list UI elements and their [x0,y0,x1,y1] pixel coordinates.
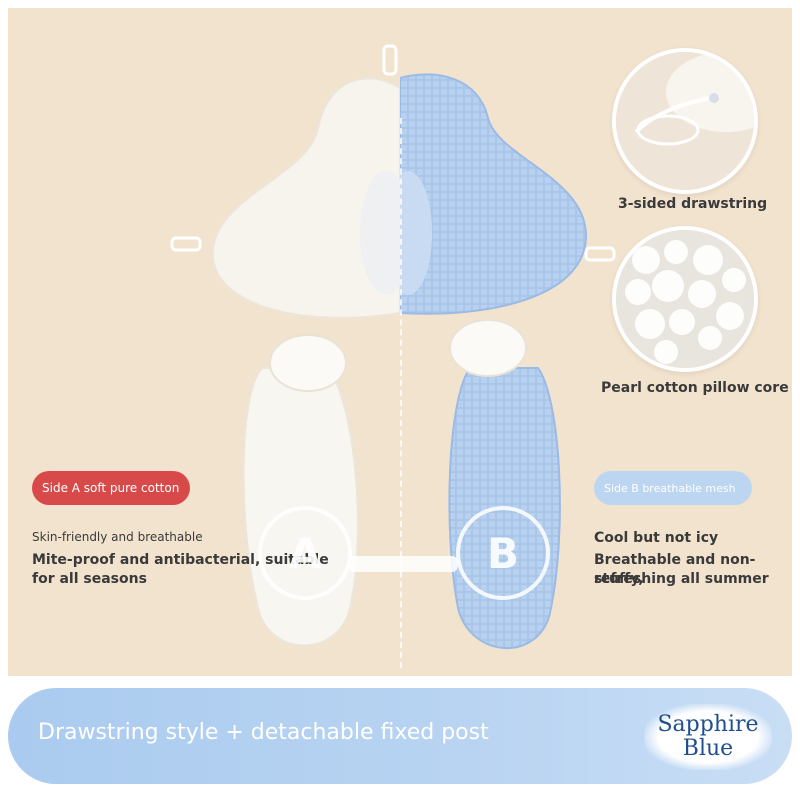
pillow-core-label: Pearl cotton pillow core [601,380,789,396]
side-b-pill: Side B breathable mesh [594,471,752,505]
color-name-line2: Blue [682,736,734,761]
center-divider [400,118,402,668]
side-b-line1: Cool but not icy [594,530,719,546]
side-a-line1: Skin-friendly and breathable [32,530,203,544]
side-a-line2: Mite-proof and antibacterial, suitable [32,552,329,568]
side-a-pill: Side A soft pure cotton [32,471,190,505]
product-photo-area: 3-sided drawstring Pearl cotton pillow c… [8,8,792,676]
color-name-line1: Sapphire [657,712,759,737]
drawstring-detail-image [612,48,758,194]
pillow-head-mesh [400,73,588,315]
side-b-line2: Breathable and non-stuffy, [594,552,756,587]
banner-text: Drawstring style + detachable fixed post [38,720,489,745]
side-b-line3: refreshing all summer [594,571,769,587]
style-banner: Drawstring style + detachable fixed post… [8,688,792,784]
color-tag: Sapphire Blue [644,704,772,770]
side-a-line3: for all seasons [32,571,147,587]
hanging-tabs [170,44,616,262]
drawstring-icon [616,52,754,190]
pillow-core-detail-image [612,226,758,372]
side-a-badge: A [258,506,352,600]
pillow-head-cotton [211,77,400,319]
drawstring-label: 3-sided drawstring [618,196,768,212]
fixed-post-strap [348,556,458,572]
pearl-cotton-icon [616,230,754,368]
side-b-badge: B [456,506,550,600]
